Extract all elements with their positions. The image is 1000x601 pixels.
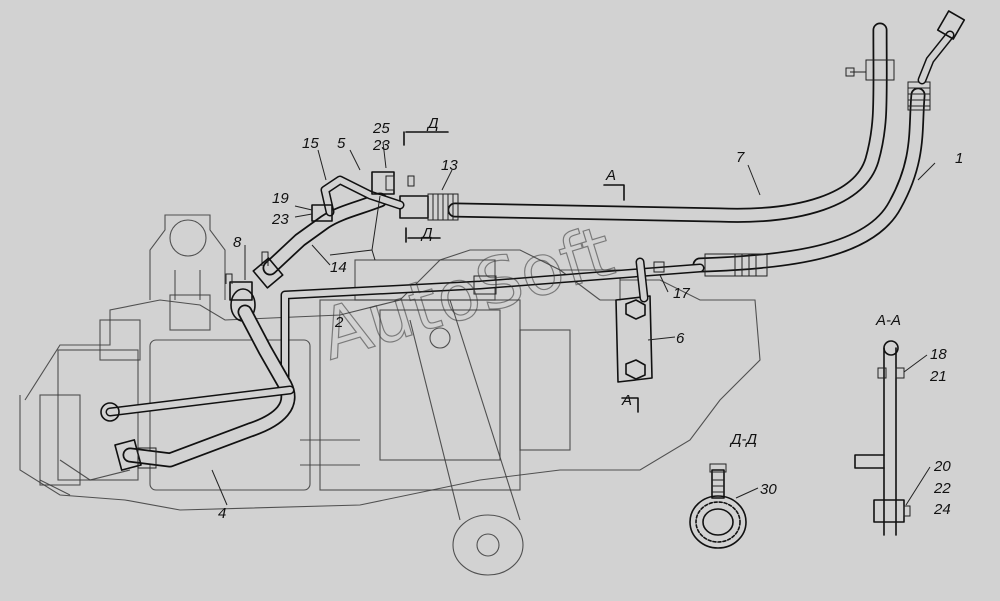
section-aa-title: А-А: [875, 312, 901, 329]
detail-section-dd: [689, 463, 747, 549]
label-8: 8: [233, 234, 242, 251]
return-tube-2: [280, 263, 705, 385]
label-5: 5: [337, 135, 346, 152]
label-21: 21: [929, 368, 947, 385]
hose-4: [100, 304, 296, 471]
hose-fitting-13: [399, 175, 459, 221]
leader-lines: [211, 141, 936, 506]
label-15: 15: [302, 135, 319, 152]
detail-section-aa: [854, 340, 911, 536]
section-a-markers: [603, 184, 639, 413]
label-19: 19: [272, 190, 289, 207]
label-6: 6: [676, 330, 685, 347]
section-a-mark-top: А: [605, 167, 616, 184]
pressure-hose-1: [692, 10, 966, 277]
section-d-mark-top: Д: [426, 115, 439, 132]
label-14: 14: [330, 259, 347, 276]
label-13: 13: [441, 157, 458, 174]
label-23-left: 23: [271, 211, 289, 228]
label-1: 1: [955, 150, 963, 167]
section-labels: А-А Д-Д А А Д Д: [420, 115, 901, 448]
label-23-top: 23: [372, 137, 390, 154]
label-30: 30: [760, 481, 777, 498]
label-22: 22: [933, 480, 951, 497]
steering-gear-assembly: [19, 214, 761, 576]
label-17: 17: [673, 285, 690, 302]
label-20: 20: [933, 458, 951, 475]
part-labels: 1 2 4 5 6 7 8 13 14 15 17 19 23 23 25 30…: [218, 120, 963, 522]
section-d-mark-bottom: Д: [420, 225, 433, 242]
label-4: 4: [218, 505, 226, 522]
section-d-markers: [403, 131, 449, 243]
section-dd-title: Д-Д: [729, 431, 758, 448]
label-7: 7: [736, 149, 745, 166]
section-a-mark-bottom: А: [621, 392, 632, 409]
hose-14-and-tube-5: [252, 171, 405, 289]
label-24: 24: [933, 501, 951, 518]
label-25: 25: [372, 120, 390, 137]
pressure-hose-7: [447, 22, 895, 223]
clamp-bracket-6: [615, 257, 665, 383]
label-2: 2: [334, 314, 344, 331]
label-18: 18: [930, 346, 947, 363]
